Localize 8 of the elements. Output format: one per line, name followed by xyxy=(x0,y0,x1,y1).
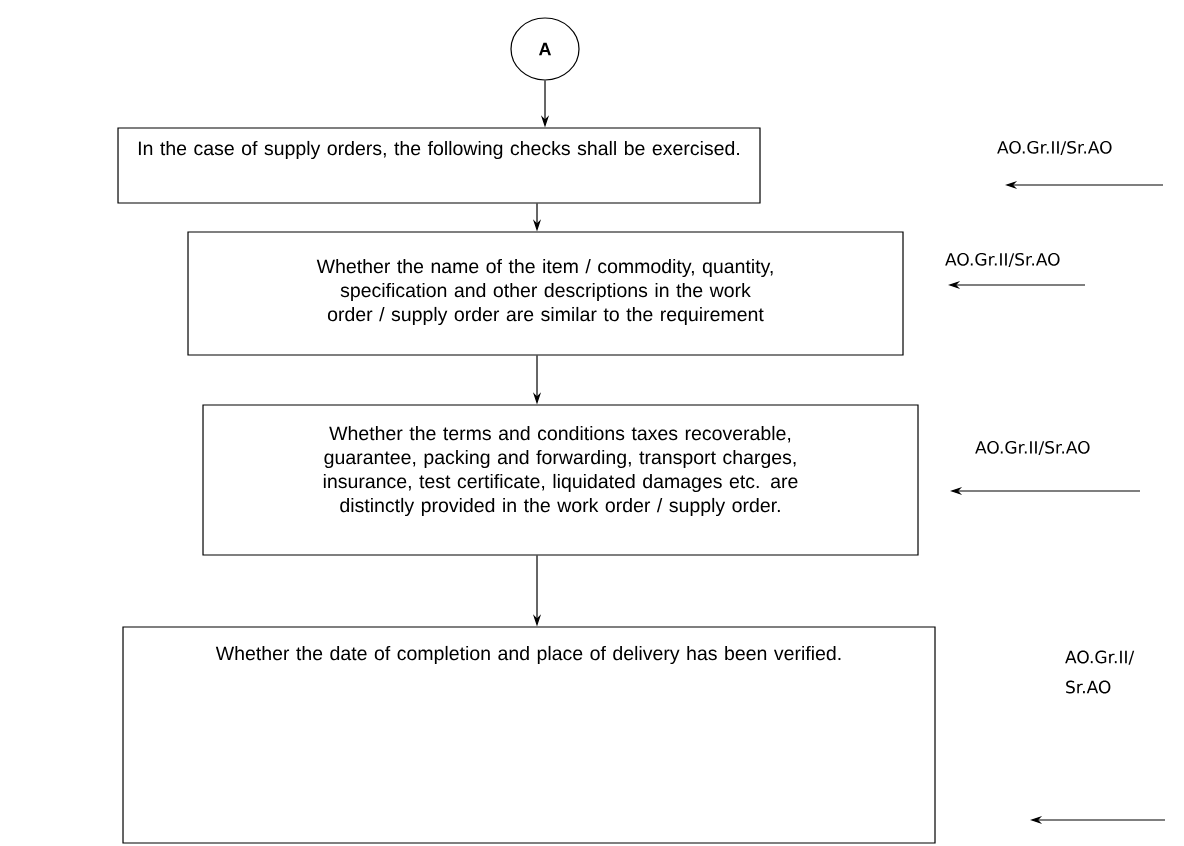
side-note: AO.Gr.II/Sr.AO xyxy=(945,252,1060,268)
process-box: Whether the name of the item / commodity, quantity, specification and other descriptions in the work order / supply order are similar to the requirement xyxy=(187,231,904,356)
side-note: AO.Gr.II/Sr.AO xyxy=(975,440,1090,456)
process-box: Whether the date of completion and place of delivery has been verified. xyxy=(122,626,936,844)
side-note: AO.Gr.II/ Sr.AO xyxy=(1065,650,1135,694)
side-note: AO.Gr.II/Sr.AO xyxy=(997,140,1112,156)
process-box: Whether the terms and conditions taxes recoverable, guarantee, packing and forwarding, transport charges, insurance, test certificate, liquidated damages etc. are distinctly provided in the work order / supply order. xyxy=(202,404,919,556)
process-box: In the case of supply orders, the following checks shall be exercised. xyxy=(117,127,761,204)
